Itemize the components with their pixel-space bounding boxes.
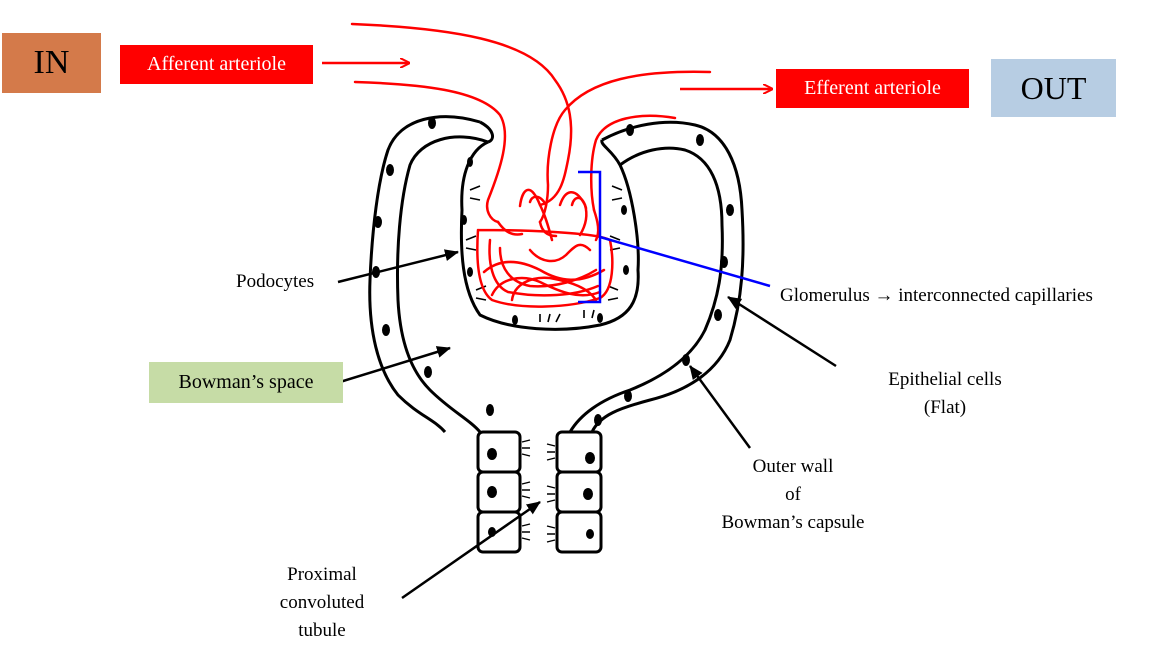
glomerulus-label: Glomerulus → interconnected capillaries (780, 285, 1093, 306)
label-arrows (337, 249, 837, 600)
tubule-arrow (401, 500, 541, 600)
outer-wall-arrow (688, 365, 752, 449)
epithelial-cells-line-1: Epithelial cells (888, 369, 1002, 390)
proximal-tubule-label: Proximal convoluted tubule (272, 561, 372, 645)
bowmans-space-arrow (339, 346, 451, 384)
epithelial-nuclei (372, 117, 734, 426)
epithelial-cells-label: Epithelial cells (Flat) (870, 366, 1020, 422)
arterioles (350, 22, 712, 224)
efferent-arteriole-box: Efferent arteriole (776, 69, 969, 108)
bowmans-space-label: Bowman’s space (178, 371, 314, 393)
podocytes-label: Podocytes (236, 271, 315, 292)
epithelial-cells-arrow (727, 295, 837, 368)
tubule-line-1: Proximal (287, 564, 357, 585)
podocyte-processes (465, 185, 623, 323)
efferent-inner-wall (589, 114, 677, 212)
bowmans-capsule-right (568, 120, 745, 433)
in-label-box: IN (2, 33, 101, 93)
glomerulus-bracket (578, 170, 771, 304)
in-label: IN (33, 44, 70, 81)
out-label-box: OUT (991, 59, 1116, 117)
afferent-inner-wall (353, 80, 507, 224)
outer-wall-label: Outer wall of Bowman’s capsule (698, 453, 888, 537)
efferent-arteriole-label: Efferent arteriole (804, 77, 941, 99)
afferent-arteriole-box: Afferent arteriole (120, 45, 313, 84)
afferent-arteriole-label: Afferent arteriole (147, 53, 286, 75)
bowmans-space-box: Bowman’s space (149, 362, 343, 403)
afferent-outer-wall (350, 22, 573, 207)
tubule-line-3: tubule (298, 620, 346, 641)
podocytes-arrow (337, 249, 459, 284)
flow-arrows (322, 63, 772, 89)
outer-wall-line-3: Bowman’s capsule (721, 512, 865, 533)
outer-wall-line-2: of (785, 484, 801, 505)
outer-wall-line-1: Outer wall (752, 456, 834, 477)
brush-border (521, 439, 556, 543)
epithelial-cells-line-2: (Flat) (923, 397, 967, 418)
out-label: OUT (1020, 69, 1087, 106)
tubule-nuclei (487, 448, 595, 539)
tubule-line-2: convoluted (279, 592, 365, 613)
efferent-outer-wall (538, 70, 712, 224)
